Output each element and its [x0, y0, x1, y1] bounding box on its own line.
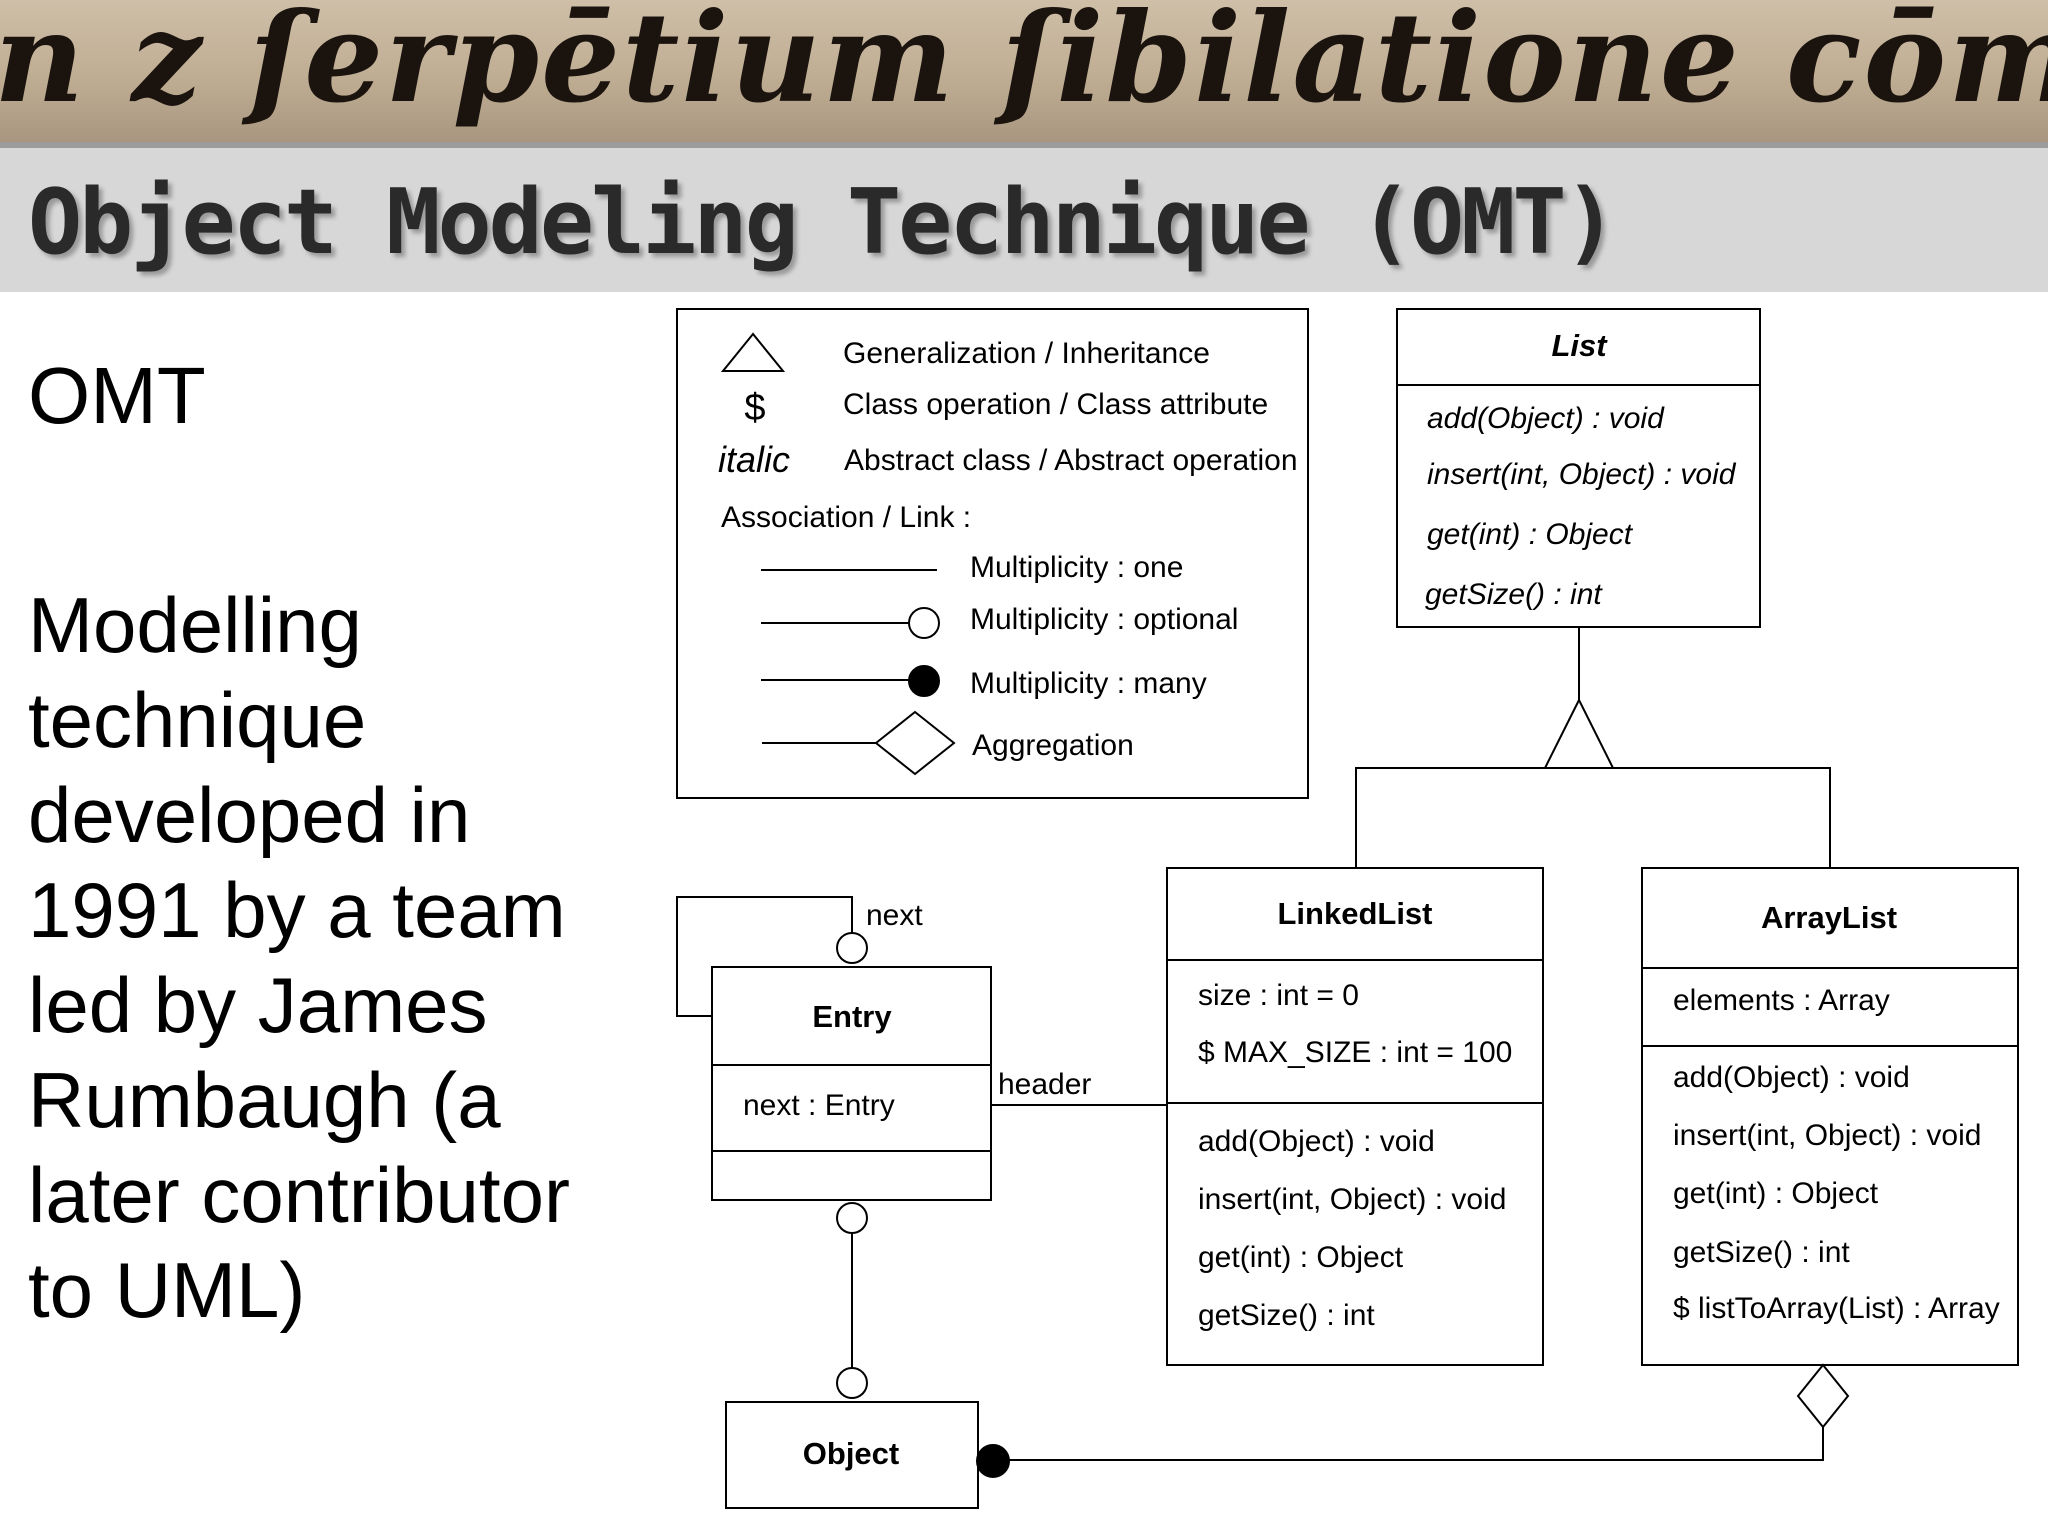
linkedlist-class-box — [1166, 867, 1544, 1366]
arraylist-operation: getSize() : int — [1673, 1236, 1850, 1269]
decorative-banner: n z ſerpētium ſibilatione cōmon- — [0, 0, 2048, 142]
generalization-branch — [1355, 767, 1831, 868]
arraylist-attribute: elements : Array — [1673, 984, 1890, 1017]
linkedlist-operation: get(int) : Object — [1198, 1241, 1404, 1274]
arraylist-operation: get(int) : Object — [1673, 1177, 1879, 1210]
arraylist-class-box — [1641, 867, 2019, 1366]
arraylist-class-name: ArrayList — [1761, 900, 1897, 935]
legend-mult-many-label: Multiplicity : many — [970, 667, 1207, 700]
entry-attribute: next : Entry — [743, 1089, 895, 1122]
linkedlist-operation: getSize() : int — [1198, 1299, 1375, 1332]
linkedlist-attribute: size : int = 0 — [1198, 979, 1359, 1012]
legend-italic-symbol: italic — [718, 439, 790, 480]
list-operation: insert(int, Object) : void — [1427, 458, 1737, 491]
arraylist-operation: $ listToArray(List) : Array — [1673, 1292, 2000, 1325]
list-operation: get(int) : Object — [1427, 518, 1634, 551]
legend-many-dot-icon — [908, 665, 940, 697]
legend-dollar-symbol: $ — [744, 387, 765, 429]
object-optional-circle-icon — [836, 1367, 868, 1399]
list-class-name: List — [1551, 328, 1608, 363]
aggregation-diamond-icon — [1796, 1363, 1850, 1429]
arraylist-operation: add(Object) : void — [1673, 1061, 1910, 1094]
linkedlist-attribute: $ MAX_SIZE : int = 100 — [1198, 1036, 1512, 1069]
legend-box — [676, 308, 1309, 799]
entry-class-name: Entry — [812, 999, 892, 1034]
next-optional-circle-icon — [836, 932, 868, 964]
slide-body-text: Modelling technique developed in 1991 by… — [28, 581, 570, 1334]
list-operation: getSize() : int — [1425, 578, 1603, 611]
aggregation-link — [994, 1427, 1824, 1461]
next-link-label: next — [866, 899, 923, 932]
legend-diamond-icon — [874, 710, 956, 776]
header-link-label: header — [998, 1068, 1091, 1101]
title-bar: Object Modeling Technique (OMT) — [0, 142, 2048, 292]
banner-blackletter-text: n z ſerpētium ſibilatione cōmon- — [0, 0, 2048, 131]
list-operation: add(Object) : void — [1427, 402, 1665, 435]
arraylist-operation: insert(int, Object) : void — [1673, 1119, 1981, 1152]
entry-class-box — [711, 966, 992, 1201]
legend-aggregation-label: Aggregation — [972, 729, 1134, 762]
object-many-dot-icon — [976, 1444, 1010, 1478]
legend-mult-optional-label: Multiplicity : optional — [970, 603, 1238, 636]
legend-generalization-label: Generalization / Inheritance — [843, 337, 1210, 370]
entry-optional-circle-icon — [836, 1202, 868, 1234]
legend-triangle-icon — [720, 332, 786, 372]
legend-mult-one-label: Multiplicity : one — [970, 551, 1183, 584]
legend-optional-circle-icon — [908, 607, 940, 639]
generalization-triangle-icon — [1543, 697, 1615, 769]
legend-abstract-label: Abstract class / Abstract operation — [844, 444, 1298, 477]
linkedlist-operation: insert(int, Object) : void — [1198, 1183, 1506, 1216]
legend-class-operation-label: Class operation / Class attribute — [843, 388, 1268, 421]
linkedlist-class-name: LinkedList — [1277, 896, 1432, 931]
legend-association-label: Association / Link : — [721, 501, 971, 534]
slide-heading: OMT — [28, 351, 206, 440]
linkedlist-operation: add(Object) : void — [1198, 1125, 1435, 1158]
next-self-link — [676, 896, 853, 1017]
slide-title: Object Modeling Technique (OMT) — [28, 170, 1618, 275]
object-class-name: Object — [803, 1436, 899, 1471]
